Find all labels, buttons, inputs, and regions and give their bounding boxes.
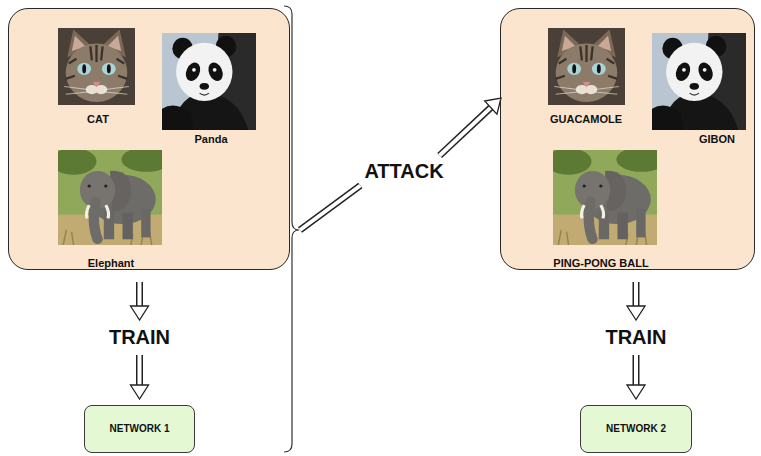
- image-panel: CAT PandaElephant: [8, 8, 290, 270]
- arrow-head: [131, 306, 149, 320]
- class-label: GIBON: [699, 133, 735, 146]
- arrow-shaft: [300, 186, 360, 231]
- arrow-head: [627, 306, 645, 320]
- arrow-shaft: [136, 282, 143, 307]
- edge-label: ATTACK: [364, 160, 443, 183]
- panel-ground: [500, 8, 755, 270]
- arrow-shaft: [138, 355, 142, 386]
- elephant-photo: [546, 147, 667, 245]
- class-label: GUACAMOLE: [550, 113, 622, 126]
- arrow-shaft: [136, 355, 143, 386]
- class-label: Elephant: [88, 257, 134, 270]
- arrow-head: [485, 98, 501, 114]
- elephant-photo: [51, 147, 172, 245]
- class-label: PING-PONG BALL: [553, 257, 648, 270]
- image-panel: GUACAMOLE GIBON PING-PONG BALL: [500, 8, 755, 270]
- arrow-shaft: [138, 282, 142, 307]
- edge-label: TRAIN: [605, 326, 666, 349]
- arrow-head: [627, 385, 645, 399]
- arrow-shaft: [633, 282, 640, 307]
- class-label: CAT: [87, 113, 109, 126]
- network-box: NETWORK 1: [84, 405, 195, 453]
- arrow-shaft: [300, 186, 360, 231]
- class-label: Panda: [194, 133, 227, 146]
- cat-photo: [548, 28, 625, 105]
- arrow-shaft: [440, 107, 492, 156]
- edge-label: TRAIN: [109, 326, 170, 349]
- curly-bracket: [284, 6, 299, 452]
- cat-photo: [58, 28, 135, 105]
- arrow-shaft: [634, 355, 638, 386]
- arrow-shaft: [440, 107, 492, 156]
- panel-ground: [8, 8, 290, 270]
- panda-photo: [162, 33, 256, 130]
- connector: [300, 98, 501, 230]
- network-label: NETWORK 1: [110, 423, 170, 435]
- arrow-head: [131, 385, 149, 399]
- network-label: NETWORK 2: [606, 423, 666, 435]
- arrow-shaft: [633, 355, 640, 386]
- network-box: NETWORK 2: [580, 405, 692, 453]
- panda-photo: [652, 33, 746, 130]
- arrow-shaft: [634, 282, 638, 307]
